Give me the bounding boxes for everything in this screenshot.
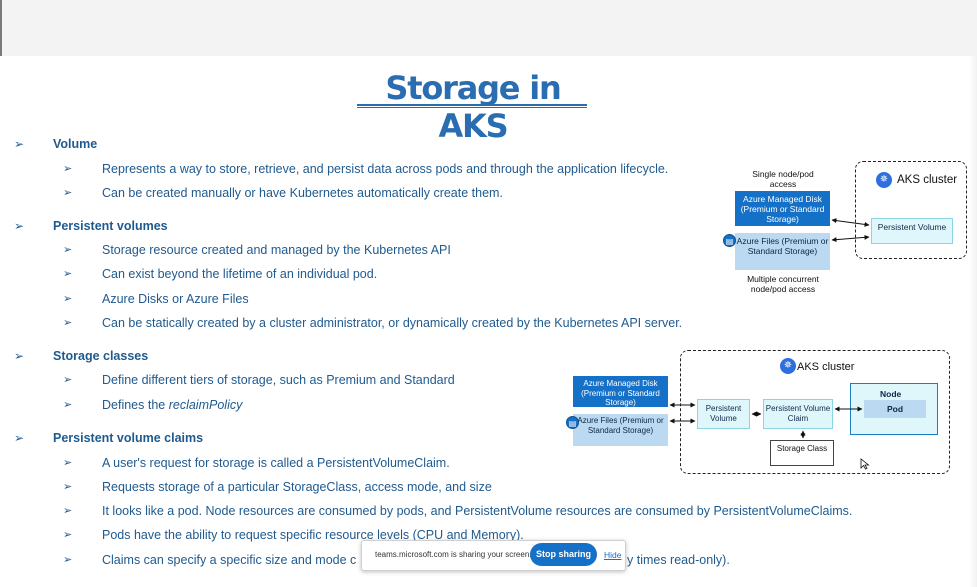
- bullet-arrow-icon: ➢: [63, 529, 73, 541]
- aks-cluster-title-2: AKS cluster: [797, 361, 855, 373]
- managed-disk-box: Azure Managed Disk (Premium or Standard …: [735, 191, 830, 226]
- slide-title: Storage in AKS: [385, 69, 561, 145]
- bullet-text: A user's request for storage is called a…: [102, 456, 450, 470]
- file-icon: ▤: [723, 234, 736, 247]
- title-underline-2: [357, 107, 587, 108]
- pod-box: Pod: [864, 400, 926, 418]
- bullet-arrow-icon: ➢: [63, 374, 73, 386]
- bullet-arrow-icon: ➢: [14, 431, 25, 445]
- bullet-arrow-icon: ➢: [63, 399, 73, 411]
- bullet-arrow-icon: ➢: [63, 293, 73, 305]
- viewer-top-bar: [0, 0, 977, 56]
- bullet-text-reclaim: Defines the reclaimPolicy: [102, 398, 242, 412]
- node-label: Node: [880, 389, 902, 399]
- bullet-text: Can be statically created by a cluster a…: [102, 316, 683, 330]
- bullet-arrow-icon: ➢: [63, 554, 73, 566]
- file-icon: ▤: [566, 416, 579, 429]
- bullet-text: Requests storage of a particular Storage…: [102, 480, 492, 494]
- section-heading-pvc: Persistent volume claims: [53, 431, 204, 445]
- bullet-arrow-icon: ➢: [63, 505, 73, 517]
- azure-files-box: Azure Files (Premium or Standard Storage…: [735, 233, 830, 270]
- bullet-text: Claims can specify a specific size and m…: [102, 553, 357, 567]
- bullet-arrow-icon: ➢: [63, 457, 73, 469]
- cursor-icon: [860, 458, 870, 470]
- bullet-arrow-icon: ➢: [63, 244, 73, 256]
- aks-cluster-title-1: AKS cluster: [897, 174, 958, 186]
- bullet-text-tail: y times read-only).: [627, 553, 730, 567]
- bullet-text: Can be created manually or have Kubernet…: [102, 186, 503, 200]
- bullet-text: It looks like a pod. Node resources are …: [102, 504, 853, 518]
- section-heading-volume: Volume: [53, 137, 98, 151]
- bullet-arrow-icon: ➢: [14, 137, 25, 151]
- slide-edge: [969, 56, 977, 587]
- bullet-text: Defines the: [102, 398, 169, 412]
- persistent-volume-box-2: Persistent Volume: [697, 399, 750, 429]
- bullet-text: Define different tiers of storage, such …: [102, 373, 455, 387]
- title-underline: [357, 104, 587, 106]
- stop-sharing-button[interactable]: Stop sharing: [530, 543, 597, 566]
- bullet-arrow-icon: ➢: [63, 163, 73, 175]
- bullet-arrow-icon: ➢: [14, 349, 25, 363]
- bullet-text: Represents a way to store, retrieve, and…: [102, 162, 669, 176]
- slide-canvas: [6, 56, 977, 587]
- persistent-volume-box-1: Persistent Volume: [871, 218, 953, 244]
- multi-access-label: Multiple concurrent node/pod access: [747, 274, 819, 294]
- kubernetes-icon: ✵: [780, 358, 796, 374]
- section-heading-storage-classes: Storage classes: [53, 349, 149, 363]
- section-heading-persistent-volumes: Persistent volumes: [53, 219, 168, 233]
- azure-files-box-2: Azure Files (Premium or Standard Storage…: [573, 414, 668, 446]
- bullet-arrow-icon: ➢: [14, 219, 25, 233]
- storage-class-box: Storage Class: [770, 440, 834, 466]
- screen-share-message: teams.microsoft.com is sharing your scre…: [375, 550, 532, 559]
- bullet-arrow-icon: ➢: [63, 317, 73, 329]
- hide-link[interactable]: Hide: [604, 550, 622, 560]
- bullet-arrow-icon: ➢: [63, 481, 73, 493]
- bullet-text: Can exist beyond the lifetime of an indi…: [102, 267, 378, 281]
- bullet-text: Pods have the ability to request specifi…: [102, 528, 524, 542]
- single-access-label: Single node/pod access: [752, 169, 814, 189]
- pv-claim-box: Persistent Volume Claim: [763, 399, 833, 429]
- bullet-text: Azure Disks or Azure Files: [102, 292, 249, 306]
- bullet-text: Storage resource created and managed by …: [102, 243, 451, 257]
- kubernetes-icon: ✵: [876, 172, 892, 188]
- bullet-arrow-icon: ➢: [63, 187, 73, 199]
- bullet-arrow-icon: ➢: [63, 268, 73, 280]
- managed-disk-box-2: Azure Managed Disk (Premium or Standard …: [573, 376, 668, 407]
- reclaim-policy-term: reclaimPolicy: [168, 398, 243, 412]
